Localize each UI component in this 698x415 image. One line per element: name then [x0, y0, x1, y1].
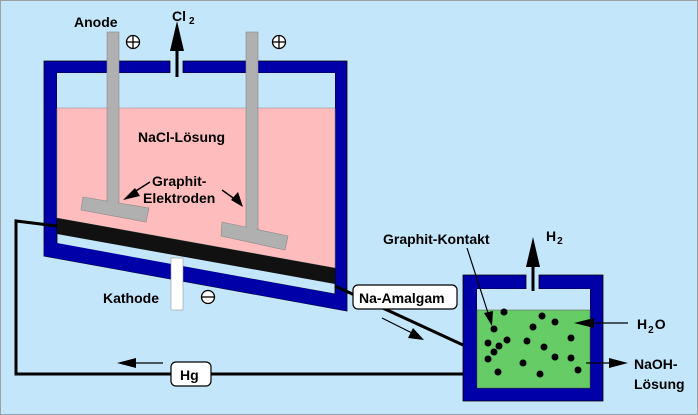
h2-subscript: 2 — [557, 236, 563, 247]
hg-return-pipe — [14, 219, 463, 376]
graphite-particle — [503, 336, 511, 344]
h2-arrow-icon — [526, 237, 540, 291]
h2o-h: H — [637, 316, 647, 332]
graphite-electrodes-label-1: Graphit- — [152, 173, 207, 189]
hg-tag: Hg — [170, 361, 212, 387]
graphite-particles — [484, 308, 582, 378]
h2-label: H2 — [546, 228, 563, 247]
na-amalgam-tag: Na-Amalgam — [352, 284, 458, 310]
graphite-particle — [538, 312, 546, 320]
decomposer-cell — [462, 274, 604, 402]
cell-vessel-bottom — [44, 243, 347, 311]
cathode-rod — [170, 257, 184, 311]
na-amalgam-label: Na-Amalgam — [359, 290, 445, 306]
graphite-contact-label: Graphit-Kontakt — [383, 231, 490, 247]
minus-icon — [200, 289, 216, 305]
cl2-main: Cl — [172, 8, 186, 24]
mercury-layer — [57, 218, 335, 284]
cl2-arrow-icon — [170, 21, 184, 77]
graphite-particle — [536, 370, 544, 378]
hg-label: Hg — [180, 367, 199, 383]
graphite-particle — [551, 353, 559, 361]
cl2-subscript: 2 — [189, 16, 195, 27]
graphite-particle — [529, 323, 537, 331]
anode-label: Anode — [74, 14, 118, 30]
naoh-label-1: NaOH- — [634, 356, 678, 372]
graphite-contact-pointer — [466, 247, 493, 326]
h2o-o: O — [655, 316, 666, 332]
amalgam-flow-arrow-icon — [381, 317, 424, 340]
plus-icon — [125, 34, 141, 50]
graphite-electrodes-label-2: Elektroden — [143, 190, 215, 206]
graphite-particle — [551, 318, 559, 326]
cell-gas-space — [57, 73, 335, 108]
naoh-solution — [476, 309, 591, 389]
cathode-label: Kathode — [103, 290, 159, 306]
graphite-particle — [500, 308, 508, 316]
graphite-particle — [490, 348, 498, 356]
anode-left — [80, 31, 150, 223]
h2o-inlet-arrow-icon — [574, 318, 628, 328]
graphite-particle — [484, 339, 492, 347]
h2o-subscript: 2 — [648, 325, 654, 336]
graphite-particle — [567, 334, 575, 342]
anode-right — [220, 31, 289, 251]
graphite-particle — [523, 337, 531, 345]
graphite-particle — [495, 342, 503, 350]
electrode-pointer-arrows — [123, 181, 243, 207]
plus-icon — [271, 34, 287, 50]
graphite-particle — [567, 354, 575, 362]
graphite-particle — [540, 343, 548, 351]
electrolysis-cell — [43, 60, 348, 312]
graphite-particle — [574, 366, 582, 374]
naoh-label-2: Lösung — [634, 376, 685, 392]
graphite-particle — [519, 359, 527, 367]
hg-flow-arrow-icon — [117, 358, 163, 368]
decomposer-gas-space — [477, 289, 590, 310]
h2-main: H — [546, 228, 556, 244]
nacl-solution-label: NaCl-Lösung — [138, 129, 225, 145]
graphite-particle — [494, 368, 502, 376]
graphite-particle — [484, 355, 492, 363]
h2o-label: H2O — [637, 316, 666, 336]
naoh-outlet-arrow-icon — [586, 358, 628, 368]
graphite-particle — [490, 325, 498, 333]
